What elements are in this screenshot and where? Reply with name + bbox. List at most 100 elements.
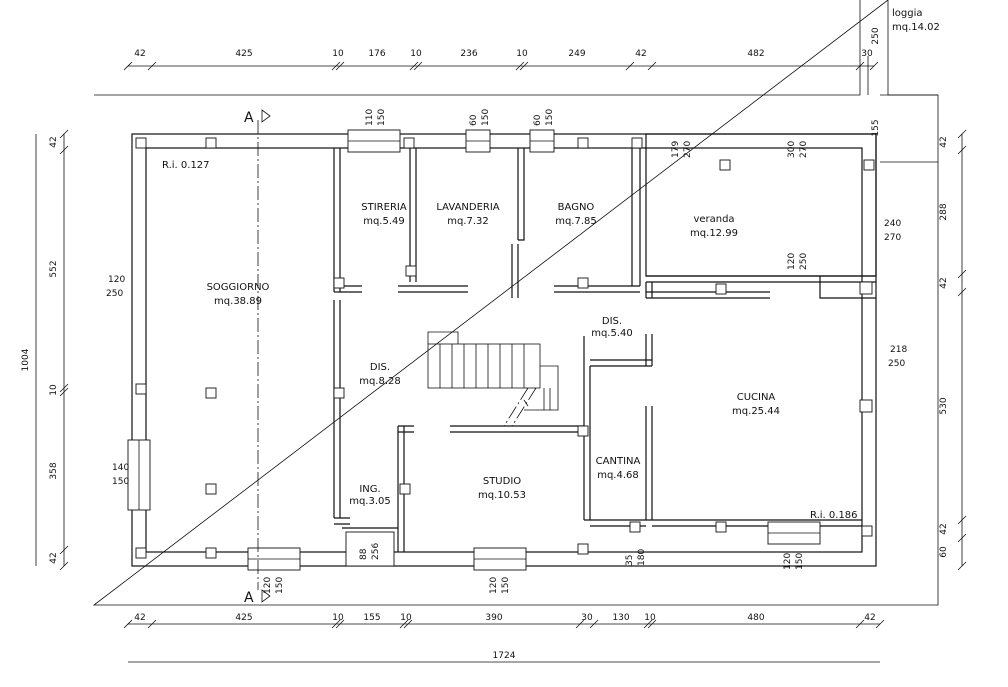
openings [131, 164, 877, 406]
dimension-label: 530 [939, 397, 949, 414]
opening-label: 150 [112, 477, 129, 487]
dimension-tick [957, 269, 967, 279]
dimension-label: 10 [644, 613, 656, 623]
dimension-tick [335, 61, 345, 71]
room-name-cantina: CANTINA [596, 456, 641, 467]
dimension-tick [59, 387, 69, 397]
outer-walls [131, 133, 877, 567]
dimension-tick [647, 61, 657, 71]
opening-label: 270 [799, 141, 809, 158]
dimension-label: 60 [939, 546, 949, 558]
dimension-label: 30 [861, 49, 873, 59]
opening-label: 120 [263, 577, 273, 594]
room-name-cucina: CUCINA [737, 392, 776, 403]
room-area-ingresso: mq.3.05 [349, 496, 391, 507]
dimension-tick [957, 129, 967, 139]
room-area-studio: mq.10.53 [478, 490, 526, 501]
dimension-tick [647, 619, 657, 629]
room-name-studio: STUDIO [483, 476, 521, 487]
room-area-bagno: mq.7.85 [555, 216, 597, 227]
dimension-label: 155 [871, 119, 881, 136]
dimension-label: 10 [49, 384, 59, 396]
section-arrow-bottom [261, 589, 271, 603]
dimension-total: 1724 [493, 651, 516, 661]
opening-label: 180 [637, 549, 647, 566]
dimension-tick [335, 619, 345, 629]
opening-label: 150 [275, 577, 285, 594]
interior-walls [333, 148, 876, 552]
section-label-bottom: A [244, 590, 254, 606]
room-area-loggia: mq.14.02 [892, 22, 940, 33]
dimension-label: 249 [568, 49, 585, 59]
dimension-tick [147, 61, 157, 71]
ri-label-bottom: R.i. 0.186 [810, 510, 858, 521]
opening-label: 120 [489, 577, 499, 594]
dimension-label: 482 [747, 49, 764, 59]
opening-label: 250 [799, 253, 809, 270]
room-area-dis-mid: mq.8.28 [359, 376, 401, 387]
dimension-label: 42 [939, 277, 949, 288]
dimension-label: 42 [49, 136, 59, 147]
room-area-veranda: mq.12.99 [690, 228, 738, 239]
opening-label: 179 [671, 141, 681, 158]
pillars [135, 137, 875, 559]
opening-label: 270 [884, 233, 901, 243]
dimension-label: 425 [235, 613, 252, 623]
room-area-cantina: mq.4.68 [597, 470, 639, 481]
opening-label: 60 [469, 114, 479, 126]
room-area-soggiorno: mq.38.89 [214, 296, 262, 307]
opening-label: 150 [377, 109, 387, 126]
dimension-tick [123, 619, 133, 629]
opening-label: 300 [787, 141, 797, 158]
dimension-left-total: 1004 [21, 348, 31, 371]
opening-label: 120 [783, 553, 793, 570]
room-area-dis-top: mq.5.40 [591, 328, 633, 339]
dimension-label: 10 [516, 49, 528, 59]
opening-label: 150 [795, 553, 805, 570]
dimension-tick [409, 61, 419, 71]
opening-label: 35 [625, 555, 635, 566]
dimension-label: 176 [368, 49, 385, 59]
dimension-label: 425 [235, 49, 252, 59]
dimension-tick [957, 533, 967, 543]
dimension-tick [625, 61, 635, 71]
opening-label: 150 [545, 109, 555, 126]
dimension-tick [331, 619, 341, 629]
dimension-tick [515, 61, 525, 71]
dimension-label: 42 [939, 136, 949, 147]
room-name-stireria: STIRERIA [361, 202, 407, 213]
opening-label: 240 [884, 219, 901, 229]
dimension-tick [589, 619, 599, 629]
dimension-label: 10 [410, 49, 422, 59]
opening-label: 140 [112, 463, 129, 473]
section-label-top: A [244, 110, 254, 126]
opening-label: 120 [787, 253, 797, 270]
dimension-tick [59, 129, 69, 139]
dimension-label: 10 [332, 49, 344, 59]
section-arrow-top [261, 109, 271, 123]
opening-label: 270 [683, 141, 693, 158]
dimension-tick [869, 61, 879, 71]
dimension-tick [519, 61, 529, 71]
dimension-label: 42 [864, 613, 875, 623]
dimension-label: 358 [49, 462, 59, 479]
opening-label: 250 [888, 359, 905, 369]
dimension-label: 42 [134, 613, 145, 623]
room-name-veranda: veranda [693, 214, 734, 225]
dimension-label: 42 [49, 552, 59, 563]
opening-label: 250 [106, 289, 123, 299]
room-name-soggiorno: SOGGIORNO [207, 282, 270, 293]
dimension-label: 236 [460, 49, 477, 59]
opening-label: 110 [365, 109, 375, 126]
dimension-lines [35, 56, 963, 663]
dimension-tick [413, 61, 423, 71]
opening-label: 60 [533, 114, 543, 126]
dimension-tick [59, 383, 69, 393]
room-name-lavanderia: LAVANDERIA [436, 202, 499, 213]
dimension-tick [399, 619, 409, 629]
staircase [427, 331, 559, 427]
